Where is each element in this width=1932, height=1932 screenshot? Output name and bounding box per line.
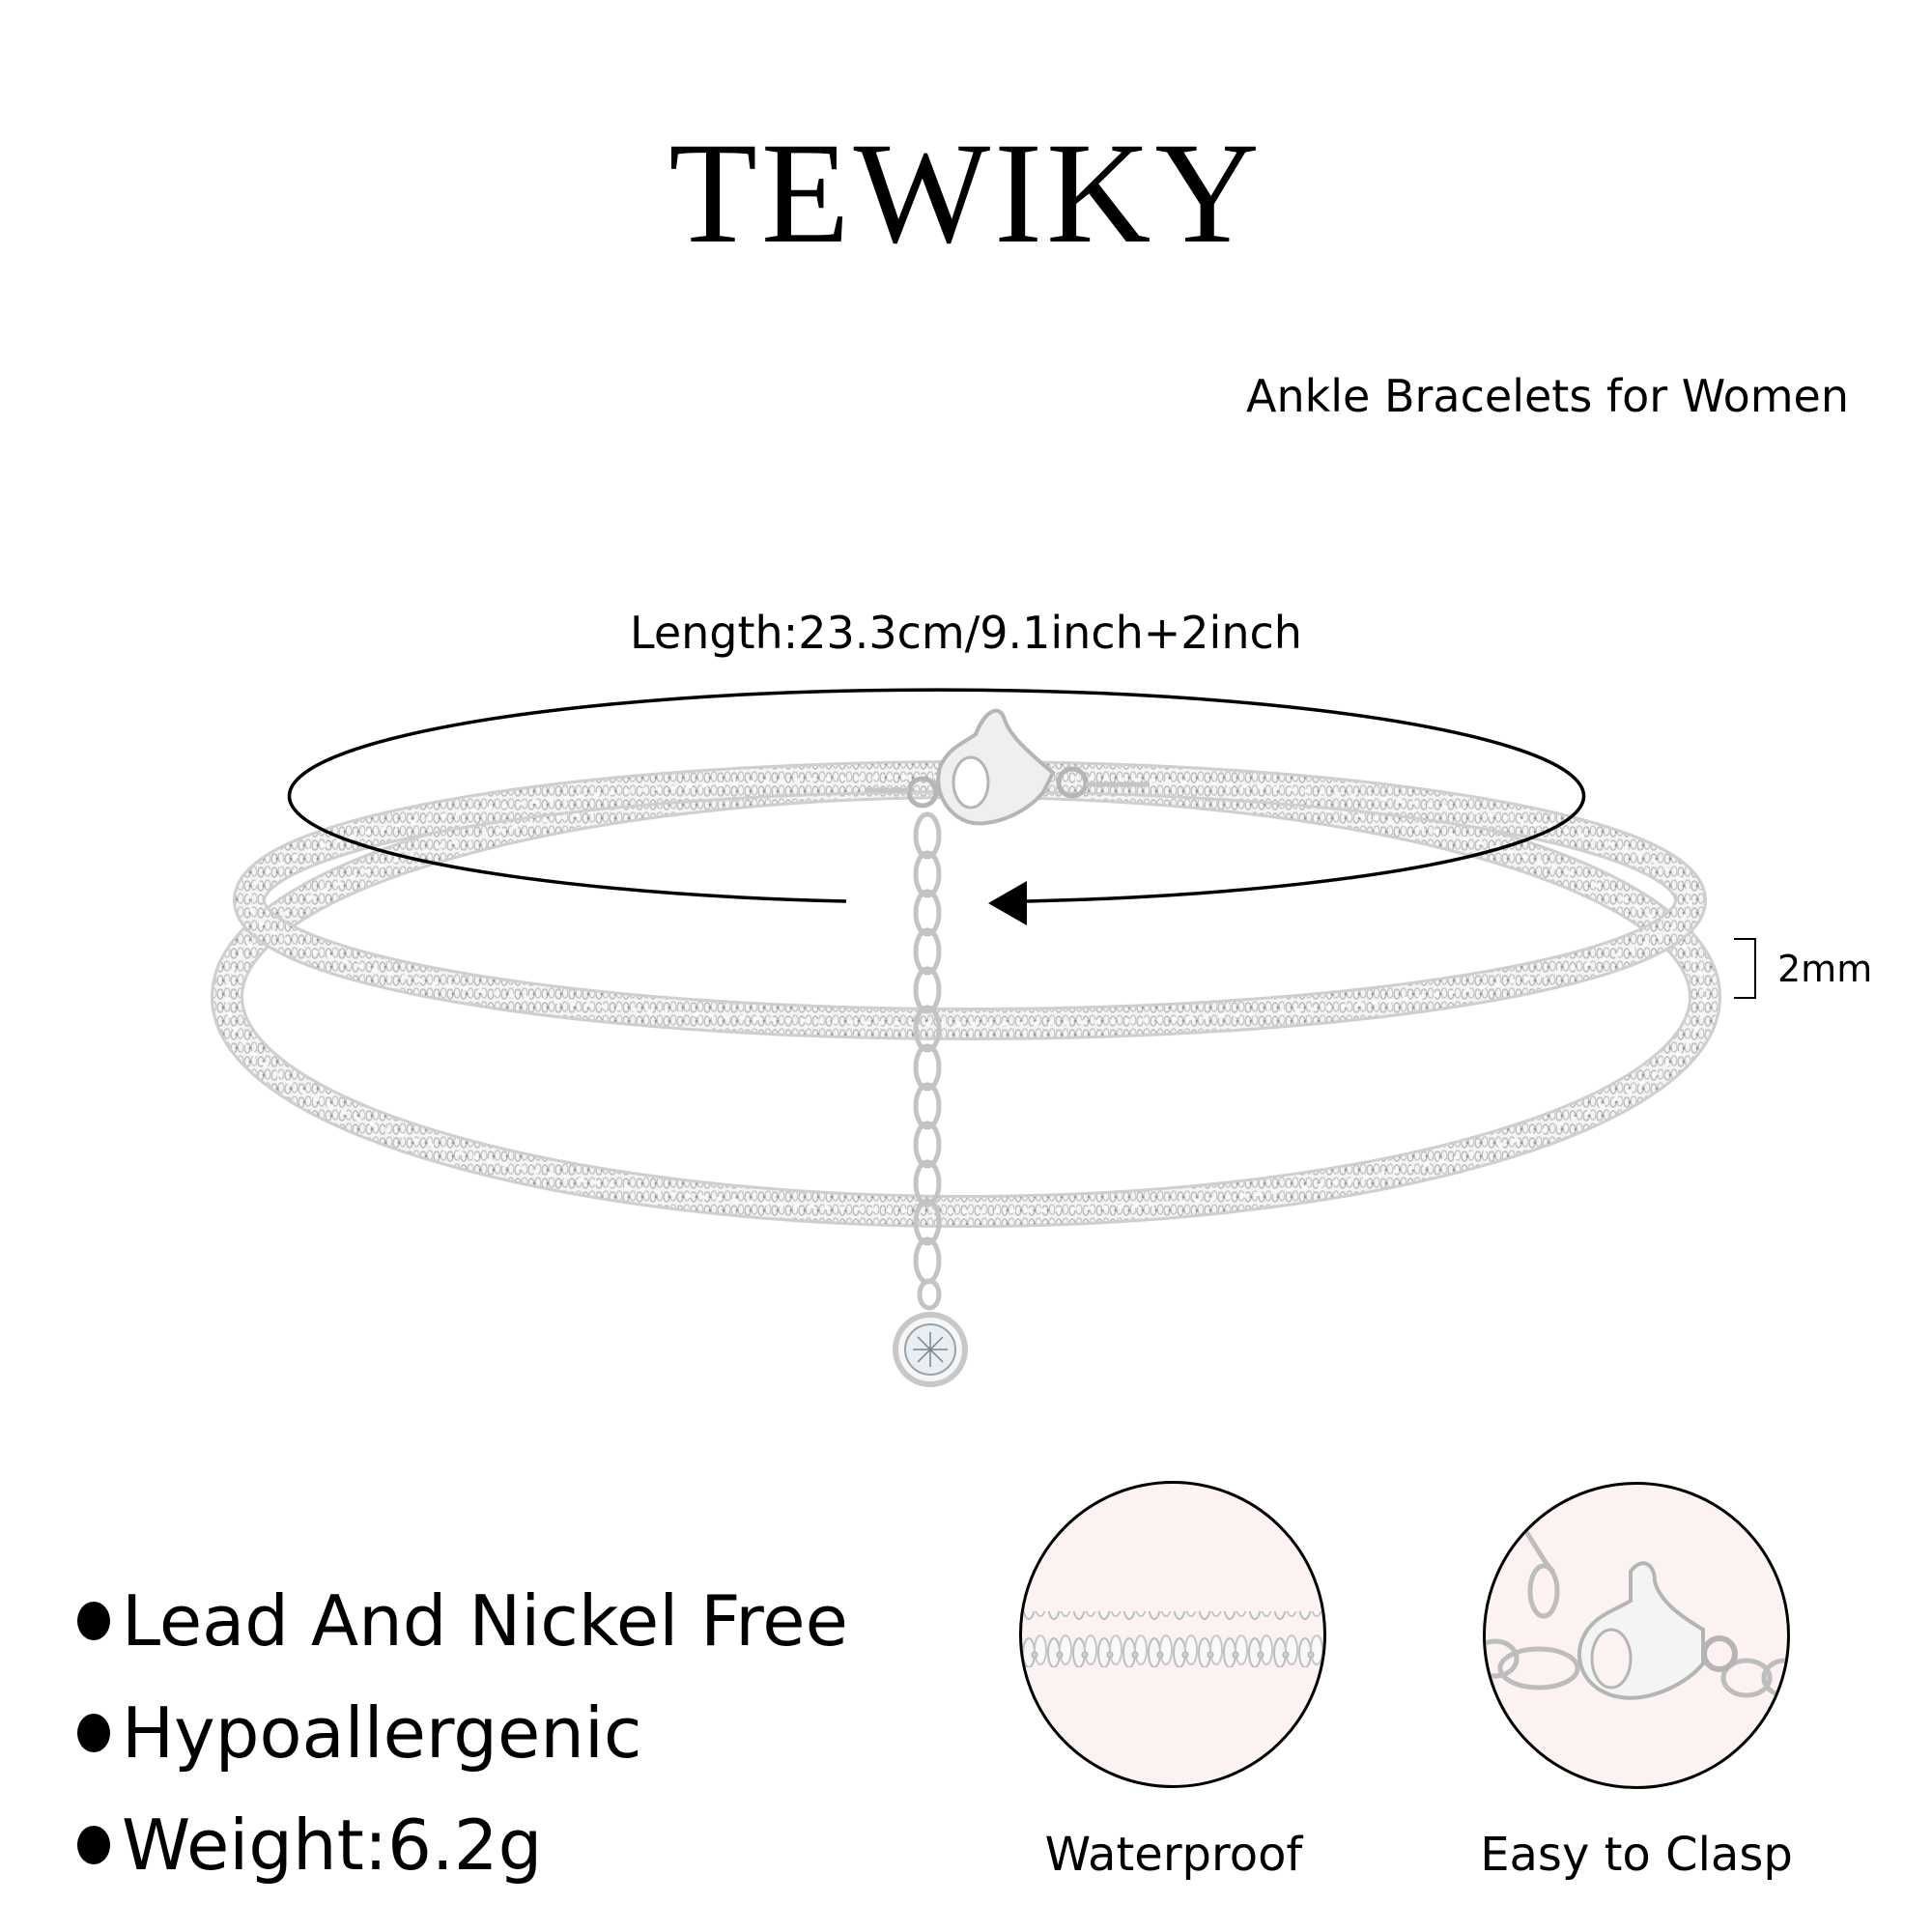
lobster-clasp-closeup-icon: [1486, 1512, 1787, 1700]
easy-clasp-badge: [1483, 1482, 1790, 1789]
width-bracket-icon: [1734, 938, 1756, 999]
chain-closeup-icon: [1022, 1611, 1323, 1667]
feature-item: Lead And Nickel Free: [77, 1565, 848, 1677]
bullet-icon: [77, 1714, 110, 1752]
waterproof-badge: [1019, 1481, 1326, 1788]
feature-item: Hypoallergenic: [77, 1677, 848, 1789]
feature-label: Weight:6.2g: [122, 1804, 543, 1886]
feature-label: Hypoallergenic: [122, 1692, 642, 1774]
crystal-pendant-icon: [893, 1312, 968, 1387]
bullet-icon: [77, 1602, 110, 1640]
waterproof-label: Waterproof: [1044, 1828, 1303, 1882]
feature-item: Weight:6.2g: [77, 1789, 848, 1901]
lobster-clasp-icon: [865, 708, 1150, 826]
length-measure-arrow-icon: [287, 688, 1586, 925]
feature-list: Lead And Nickel Free Hypoallergenic Weig…: [77, 1565, 848, 1901]
easy-clasp-label: Easy to Clasp: [1480, 1828, 1793, 1882]
product-subtitle: Ankle Bracelets for Women: [1246, 370, 1849, 422]
brand-title: TEWIKY: [668, 113, 1264, 273]
length-label: Length:23.3cm/9.1inch+2inch: [630, 607, 1302, 659]
feature-label: Lead And Nickel Free: [122, 1580, 848, 1662]
width-label: 2mm: [1777, 948, 1873, 990]
bullet-icon: [77, 1826, 110, 1864]
extender-chain: [913, 811, 942, 1311]
